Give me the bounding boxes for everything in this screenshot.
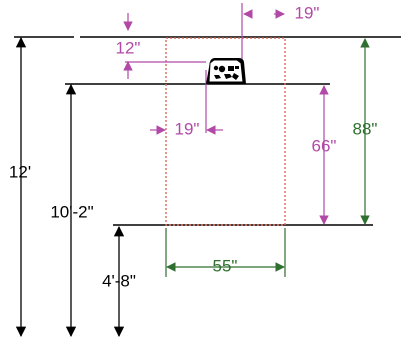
height-4-8-label: 4'-8" [102,271,136,290]
dimension-55-label: 55" [213,256,238,275]
dimension-12-label: 12" [116,38,141,57]
dimension-19-lower-label: 19" [175,119,200,138]
height-10-2-label: 10'-2" [50,202,93,221]
opening-outline [165,37,286,226]
dimension-66-label: 66" [312,136,337,155]
electrical-box-icon [206,58,246,84]
height-12-label: 12' [9,162,31,181]
dimension-19-top-label: 19" [295,3,320,22]
dimension-88-label: 88" [353,119,378,138]
